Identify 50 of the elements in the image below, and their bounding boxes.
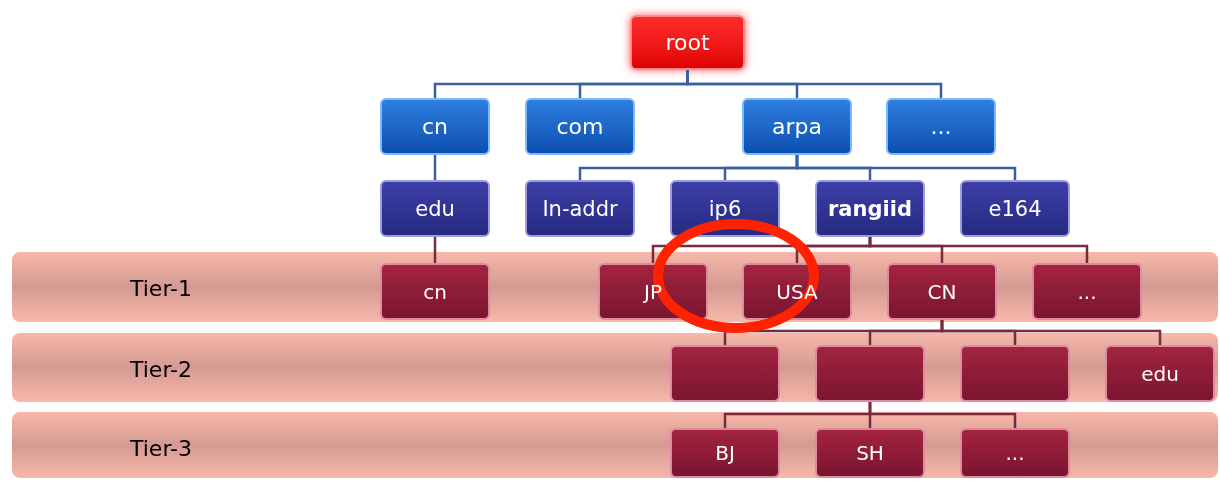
tier-band: [12, 412, 1218, 478]
node-label: cn: [423, 278, 447, 306]
node-label: ...: [1005, 440, 1025, 467]
node-label: BJ: [715, 440, 735, 467]
connector-line: [868, 402, 1017, 428]
tier-label: Tier-1: [130, 275, 192, 303]
registry-box: [1032, 263, 1142, 320]
domain-box: [742, 98, 852, 155]
registry-box: [887, 263, 997, 320]
node-label: SH: [856, 440, 884, 467]
registry-box: [670, 428, 780, 478]
node-label: edu: [1141, 360, 1179, 388]
node-label: ...: [1077, 278, 1097, 306]
registry-box: [380, 263, 490, 320]
domain-box: [380, 98, 490, 155]
root-box: [630, 15, 745, 70]
tier-band: [12, 333, 1218, 402]
node-label: ip6: [708, 197, 742, 220]
domain-box: [525, 180, 635, 237]
node-label: e164: [988, 197, 1042, 220]
node-label: root: [665, 29, 710, 57]
domain-box: [380, 180, 490, 237]
node-label: ...: [930, 113, 952, 141]
registry-box: [960, 428, 1070, 478]
node-label: USA: [776, 278, 818, 306]
connector-line: [868, 237, 1089, 263]
node-label: JP: [644, 278, 662, 306]
tier-band: [12, 252, 1218, 322]
connector-line: [433, 155, 437, 180]
connector-line: [433, 237, 437, 263]
domain-box: [815, 180, 925, 237]
domain-box: [525, 98, 635, 155]
tier-label: Tier-2: [130, 356, 192, 384]
node-label: edu: [415, 197, 455, 220]
registry-box: [815, 428, 925, 478]
registry-box: [1105, 345, 1215, 402]
node-label: rangiid: [828, 197, 912, 220]
domain-box: [886, 98, 996, 155]
connector-line: [940, 320, 1162, 345]
node-label: arpa: [772, 113, 822, 141]
domain-box: [960, 180, 1070, 237]
node-label: cn: [421, 113, 448, 141]
registry-box: [960, 345, 1070, 402]
node-label: In-addr: [542, 197, 618, 220]
tier-label: Tier-3: [130, 435, 192, 463]
node-label: CN: [927, 278, 957, 306]
connector-line: [795, 155, 1017, 180]
registry-box: [815, 345, 925, 402]
registry-box: [670, 345, 780, 402]
node-label: com: [556, 113, 604, 141]
